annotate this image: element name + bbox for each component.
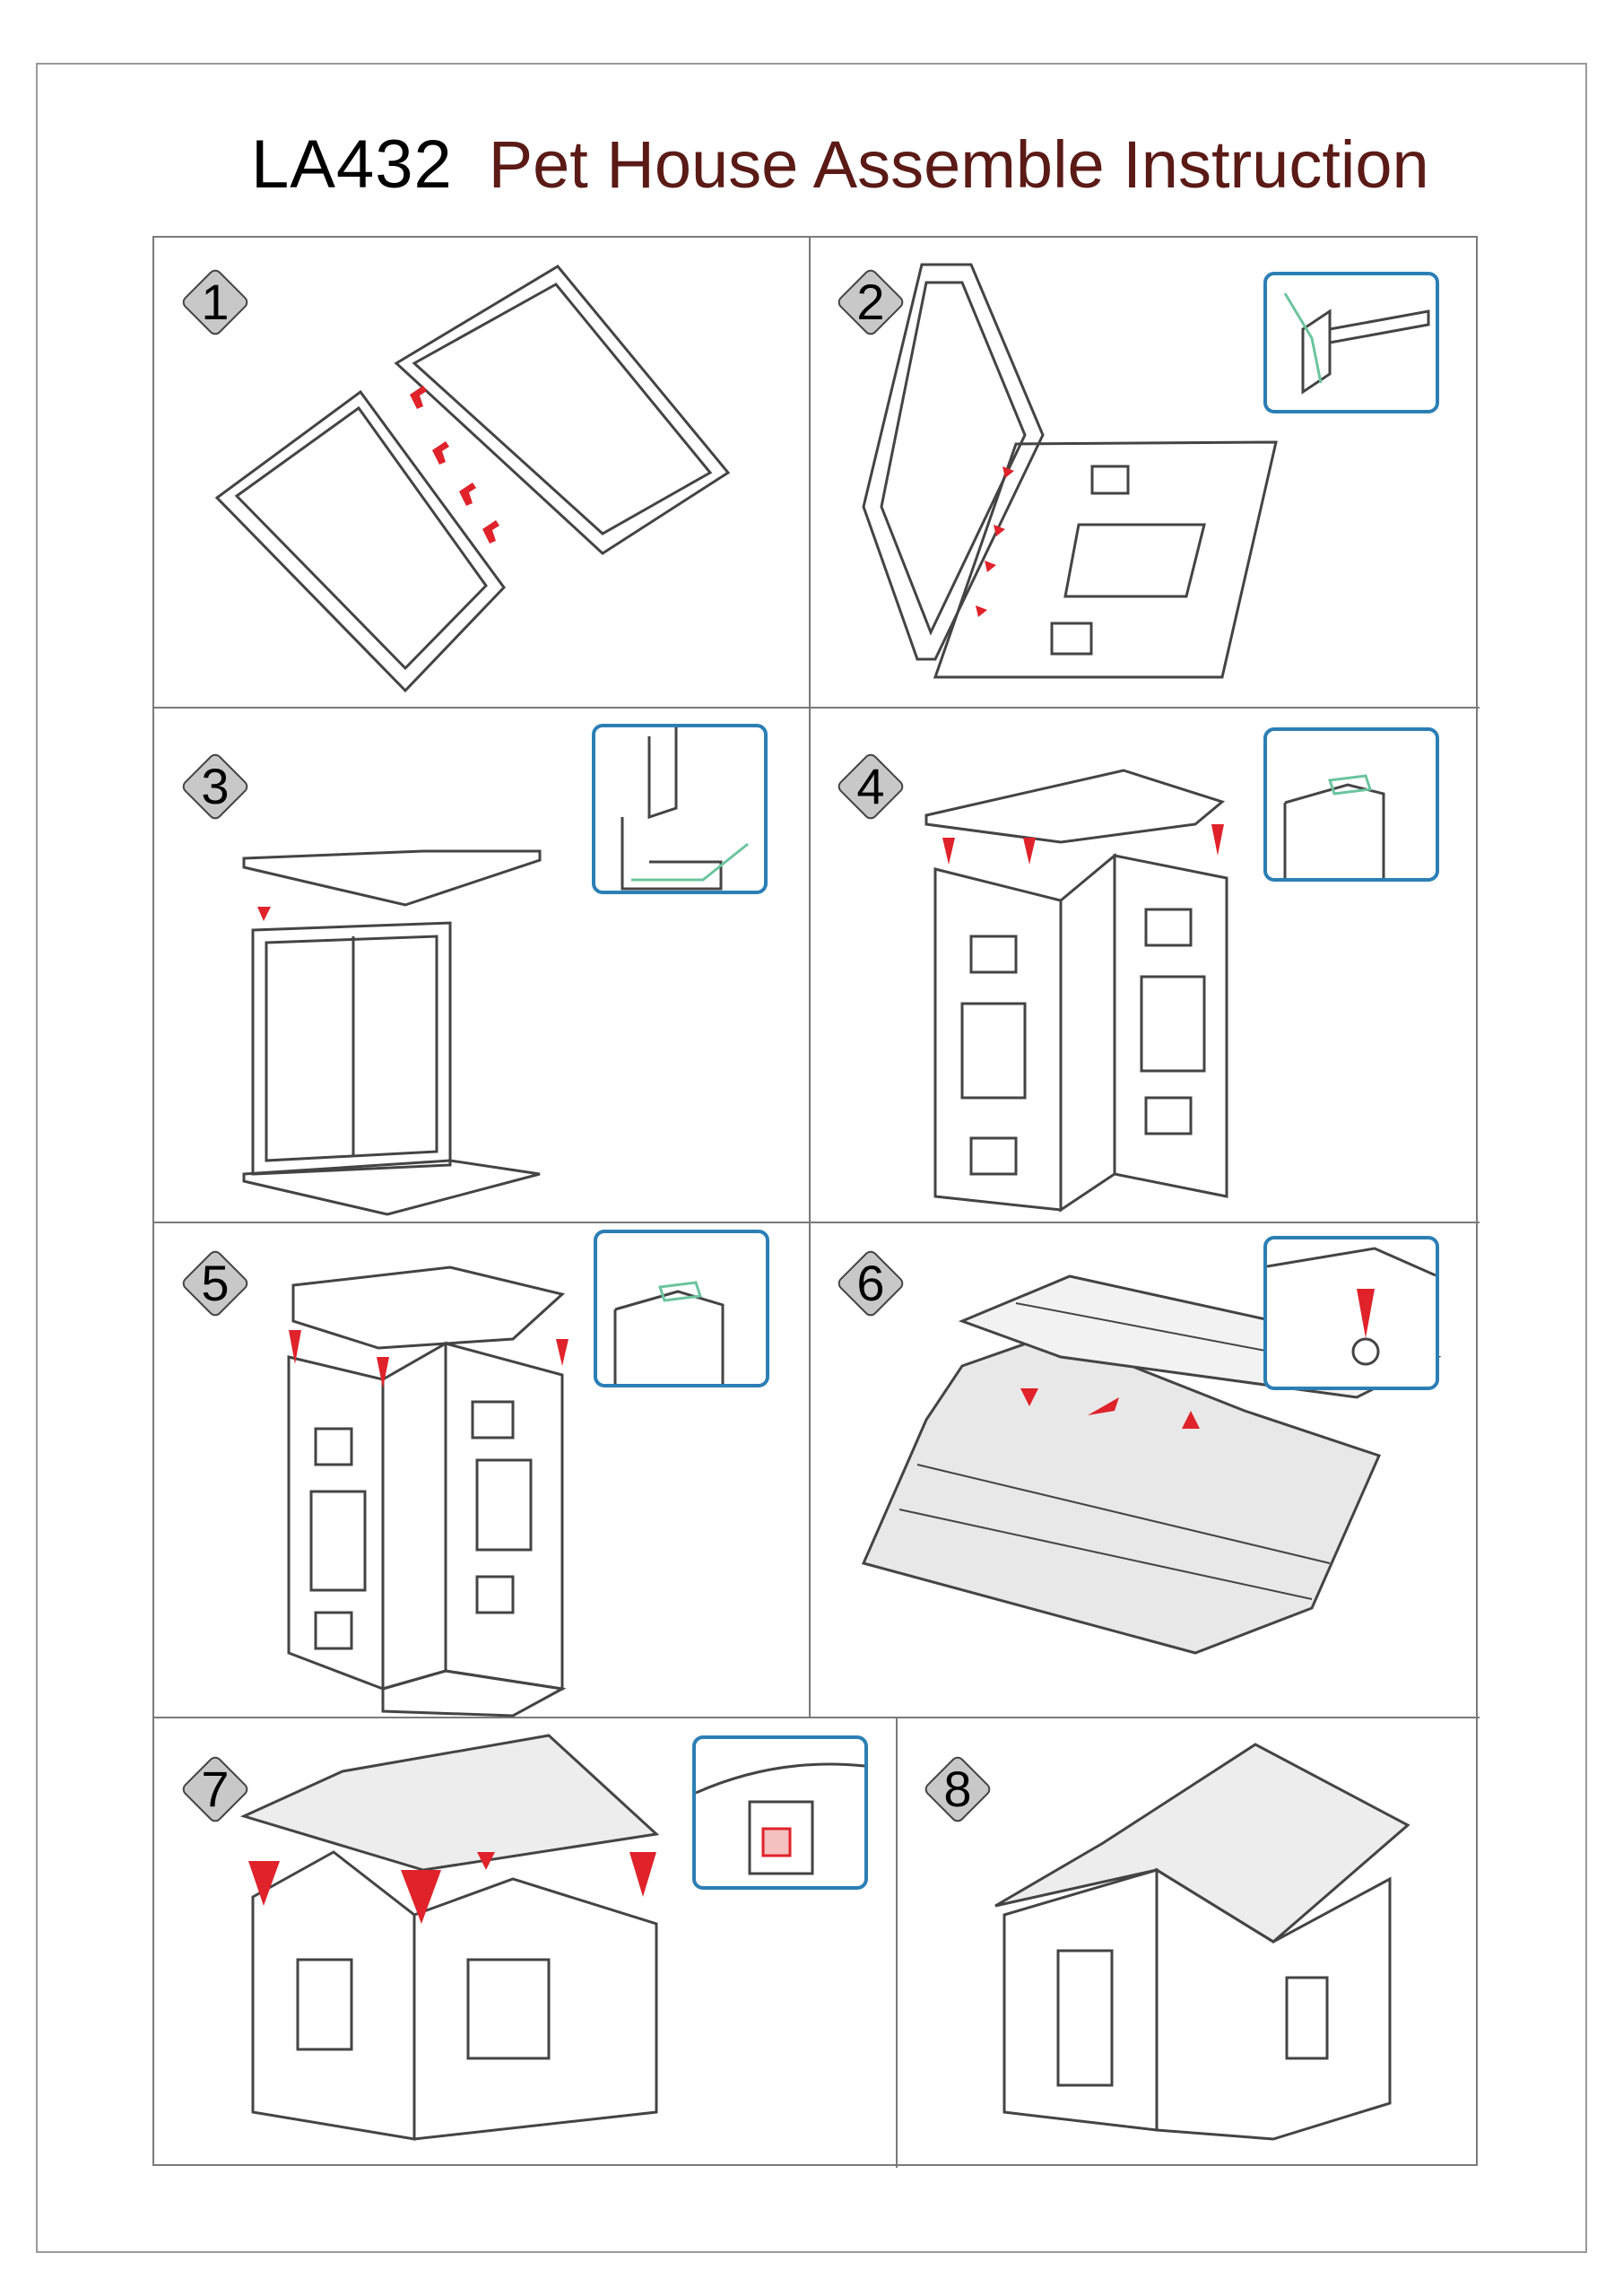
step-1-illustration xyxy=(214,265,731,693)
model-number: LA432 xyxy=(251,126,453,203)
step-3-detail-inset xyxy=(592,724,768,894)
step-2-number: 2 xyxy=(856,274,885,330)
step-4-badge: 4 xyxy=(835,751,907,822)
step-2-illustration xyxy=(862,263,1278,679)
step-4-detail-drawing xyxy=(1283,774,1385,878)
step-6-detail-inset xyxy=(1263,1236,1439,1390)
step-6-number: 6 xyxy=(856,1255,885,1311)
step-7-detail-drawing xyxy=(696,1762,864,1875)
step-5-illustration xyxy=(287,1265,568,1718)
instruction-title: Pet House Assemble Instruction xyxy=(488,127,1429,202)
step-5-number: 5 xyxy=(201,1255,230,1311)
step-4-panel: 4 xyxy=(810,708,1480,1222)
step-5-detail-drawing xyxy=(613,1281,725,1384)
page-border xyxy=(36,63,1587,2253)
step-2-detail-drawing xyxy=(1283,292,1430,395)
step-6-detail-drawing xyxy=(1267,1247,1436,1366)
step-1-number: 1 xyxy=(201,274,230,330)
step-7-illustration xyxy=(239,1734,660,2141)
step-2-badge: 2 xyxy=(835,266,907,338)
step-4-number: 4 xyxy=(856,758,885,814)
step-3-detail-drawing xyxy=(621,727,749,891)
step-7-panel: 7 xyxy=(154,1718,897,2168)
step-8-badge: 8 xyxy=(922,1753,994,1825)
step-8-panel: 8 xyxy=(897,1718,1480,2168)
step-2-panel: 2 xyxy=(810,238,1480,708)
grid-lines xyxy=(154,238,1480,2168)
step-5-badge: 5 xyxy=(179,1248,251,1319)
step-7-number: 7 xyxy=(201,1761,230,1817)
step-7-badge: 7 xyxy=(179,1753,251,1825)
step-4-illustration xyxy=(924,769,1228,1213)
step-8-illustration xyxy=(994,1743,1410,2141)
step-3-number: 3 xyxy=(201,758,230,814)
page-title: LA432 Pet House Assemble Instruction xyxy=(251,126,1429,215)
step-5-panel: 5 xyxy=(154,1222,810,1718)
step-3-illustration xyxy=(242,849,542,1216)
step-1-badge: 1 xyxy=(179,266,251,338)
step-5-detail-inset xyxy=(594,1230,769,1387)
step-1-panel: 1 xyxy=(154,238,810,708)
step-4-detail-inset xyxy=(1263,727,1439,882)
step-3-badge: 3 xyxy=(179,751,251,822)
step-3-panel: 3 xyxy=(154,708,810,1222)
instruction-grid: 1 2 xyxy=(152,236,1480,2168)
step-8-number: 8 xyxy=(943,1761,972,1817)
step-7-detail-inset xyxy=(692,1735,868,1890)
step-2-detail-inset xyxy=(1263,272,1439,413)
step-6-badge: 6 xyxy=(835,1248,907,1319)
step-6-panel: 6 xyxy=(810,1222,1480,1718)
